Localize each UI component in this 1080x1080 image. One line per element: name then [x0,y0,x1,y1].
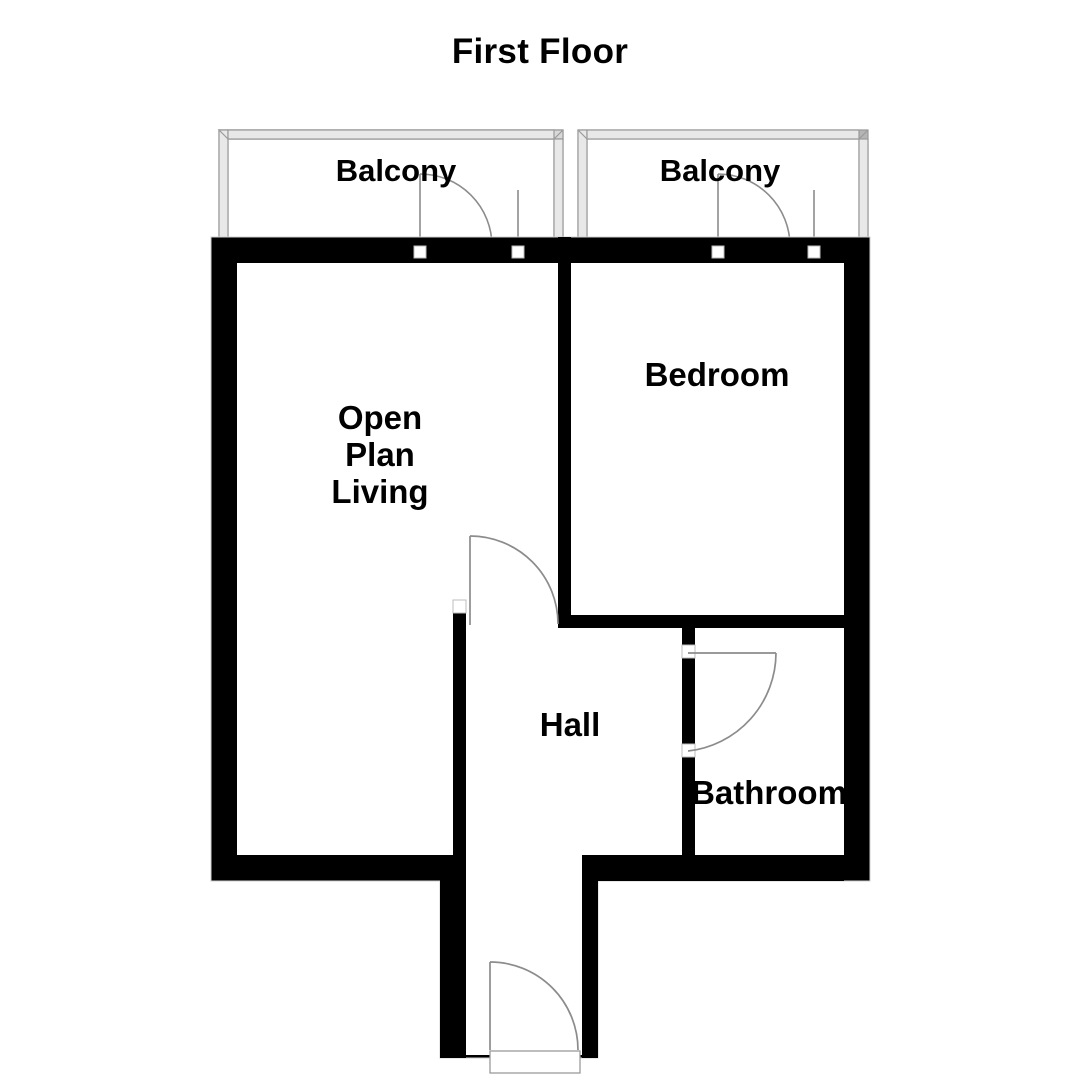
entrance-door-threshold [489,1050,581,1074]
interior-walls [440,237,844,1058]
wall-hall-corridor-left [440,855,466,1058]
floor-bedroom [571,263,844,615]
balcony-left-structure [217,129,564,241]
room-label-balcony-left: Balcony [335,153,457,188]
jamb-bathroom-top [681,644,696,659]
floor-bathroom [695,628,844,855]
wall-bathroom-left-stub-top [682,624,695,646]
door-swing-living-hall [469,535,559,625]
floor-hall [466,615,682,881]
door-jambs [413,245,821,758]
room-floors [237,263,844,1055]
room-label-bathroom: Bathroom [691,774,847,811]
room-label-balcony-right: Balcony [659,153,781,188]
floor-hall-corridor [466,855,582,1055]
jamb-balcony-left-a [413,245,427,259]
room-label-bedroom: Bedroom [644,356,790,393]
door-swing-bathroom [687,652,777,752]
wall-hall-corridor-right [582,855,598,1058]
wall-hall-left [453,612,466,881]
jamb-hall-living-top [452,599,467,614]
jamb-balcony-right-a [711,245,725,259]
room-label-hall: Hall [539,706,601,743]
balcony-right-door-swing [717,173,791,247]
jamb-balcony-left-b [511,245,525,259]
wall-bathroom-bottom [598,855,844,881]
jamb-balcony-right-b [807,245,821,259]
door-swing-entrance [489,961,579,1051]
wall-living-bedroom [558,237,571,627]
page-title: First Floor [451,32,629,71]
room-label-open-plan-living: Open Plan Living [331,399,429,510]
wall-bedroom-bottom [558,615,844,628]
balcony-left-door-swing [419,173,493,247]
wall-bathroom-left [682,757,695,867]
